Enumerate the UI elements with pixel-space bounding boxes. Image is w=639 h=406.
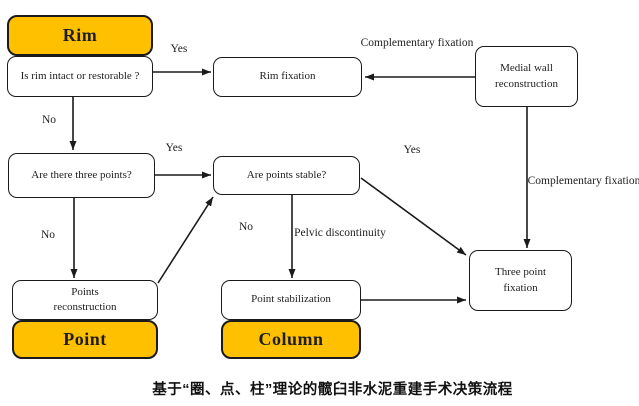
arrow-points-stable-yes [360,177,467,256]
node-rim-category-label: Rim [62,24,98,45]
edge-label-complementary-fixation-top: Complementary fixation [360,37,474,49]
node-points-reconstruction-label: Points reconstruction [53,285,117,313]
node-rim-fixation-label: Rim fixation [259,70,316,83]
edge-label-pelvic-discontinuity: Pelvic discontinuity [294,227,386,239]
node-column-category-label: Column [258,328,324,349]
node-three-points-question: Are there three points? [8,153,155,198]
edge-label-complementary-fixation-right: Complementary fixation [527,175,639,187]
edge-label-three-points-yes: Yes [165,142,183,154]
node-column-category: Column [221,320,361,359]
node-point-stabilization: Point stabilization [221,280,361,320]
node-points-stable-question: Are points stable? [213,156,360,195]
node-point-stabilization-label: Point stabilization [251,293,331,306]
node-three-points-question-label: Are there three points? [31,168,132,181]
edge-label-three-points-no: No [40,229,56,241]
node-three-point-fixation-label: Three point fixation [494,266,546,294]
node-point-category: Point [12,320,158,359]
node-rim-category: Rim [7,15,153,56]
node-rim-question: Is rim intact or restorable ? [7,56,153,97]
arrow-reconstruction-to-stable [157,196,214,284]
node-medial-wall-reconstruction-label: Medial wall reconstruction [495,62,558,90]
node-points-stable-question-label: Are points stable? [246,168,327,181]
node-rim-fixation: Rim fixation [213,57,362,97]
node-points-reconstruction: Points reconstruction [12,280,158,320]
node-medial-wall-reconstruction: Medial wall reconstruction [475,46,578,107]
node-three-point-fixation: Three point fixation [469,250,572,311]
edge-label-points-stable-no: No [238,221,254,233]
edge-label-rim-no: No [41,114,57,126]
node-point-category-label: Point [63,328,107,349]
edge-label-points-stable-yes: Yes [403,144,421,156]
node-rim-question-label: Is rim intact or restorable ? [20,69,140,82]
figure-caption: 基于“圈、点、柱”理论的髋臼非水泥重建手术决策流程 [152,382,513,398]
edge-label-rim-yes: Yes [170,43,188,55]
